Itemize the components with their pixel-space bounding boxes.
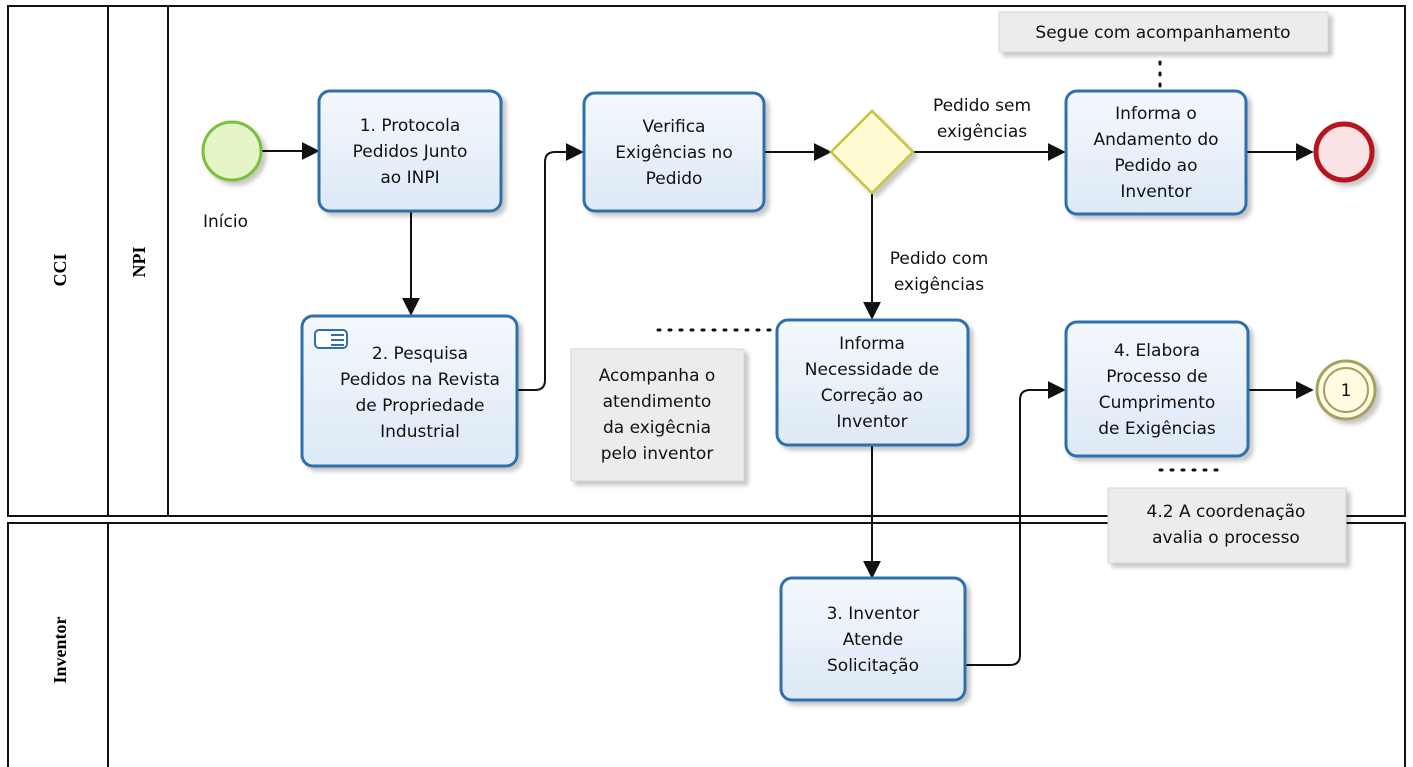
text-line: Acompanha o [599, 366, 716, 386]
text-line: Segue com acompanhamento [1035, 23, 1290, 43]
associations [656, 60, 1227, 472]
text-line: 2. Pesquisa [372, 344, 468, 364]
annotation-acompanha-text: Acompanha o atendimento da exigêcnia pelo i… [599, 366, 716, 464]
text-line: Inventor [836, 412, 907, 432]
flow-inventor-atende-to-elabora [966, 381, 1066, 666]
end-event[interactable] [1313, 121, 1375, 183]
text-line: Solicitação [827, 656, 919, 676]
text-line: exigências [937, 122, 1027, 142]
text-line: Verifica [643, 117, 706, 137]
text-line: Informa o [1115, 104, 1197, 124]
text-line: exigências [894, 275, 984, 295]
text-line: 3. Inventor [827, 604, 920, 624]
link-event-label: 1 [1341, 381, 1352, 401]
annotation-coordenacao-text: 4.2 A coordenação avalia o processo [1147, 502, 1306, 548]
lane-label-npi: NPI [129, 247, 149, 278]
text-line: 4.2 A coordenação [1147, 502, 1306, 522]
manual-task-icon [314, 329, 348, 349]
text-line: Exigências no [615, 143, 732, 163]
task-informa-andamento[interactable]: Informa o Andamento do Pedido ao Inventor [1064, 89, 1248, 216]
flow-pesquisa-to-verifica [518, 143, 584, 391]
text-line: Pedido [646, 169, 703, 189]
text-line: Pedido com [890, 249, 989, 269]
text-line: Cumprimento [1099, 393, 1216, 413]
text-line: de Propriedade [355, 396, 484, 416]
start-event-label: Início [203, 212, 248, 232]
text-line: Pedido ao [1114, 156, 1197, 176]
annotation-segue-text: Segue com acompanhamento [1035, 23, 1290, 43]
text-line: pelo inventor [601, 444, 714, 464]
text-line: Andamento do [1093, 130, 1218, 150]
pool-label-inventor: Inventor [50, 616, 70, 683]
start-event[interactable] [201, 120, 263, 182]
text-line: Atende [843, 630, 903, 650]
text-line: 1. Protocola [360, 116, 461, 136]
exclusive-gateway[interactable] [829, 109, 915, 195]
text-line: ao INPI [380, 168, 439, 188]
pool-inventor: Inventor [7, 522, 1406, 767]
text-line: Pedidos na Revista [340, 370, 500, 390]
text-line: avalia o processo [1152, 528, 1300, 548]
text-line: Informa [839, 334, 905, 354]
text-line: Processo de [1106, 367, 1208, 387]
text-line: Necessidade de [805, 360, 940, 380]
annotation-acompanha: Acompanha o atendimento da exigêcnia pelo i… [570, 348, 745, 482]
task-informa-andamento-label: Informa o Andamento do Pedido ao Inventor [1093, 104, 1218, 202]
text-line: Correção ao [821, 386, 923, 406]
text-line: Pedido sem [933, 96, 1031, 116]
text-line: 4. Elabora [1114, 341, 1200, 361]
text-line: da exigêcnia [603, 418, 711, 438]
annotation-coordenacao: 4.2 A coordenação avalia o processo [1107, 487, 1347, 564]
flow-label-com-exigencias: Pedido com exigências [890, 249, 989, 295]
text-line: Industrial [380, 422, 460, 442]
pool-label-cci: CCI [50, 253, 70, 286]
text-line: de Exigências [1098, 419, 1216, 439]
text-line: atendimento [603, 392, 712, 412]
flow-label-sem-exigencias: Pedido sem exigências [933, 96, 1031, 142]
sequence-flows [262, 142, 1314, 666]
text-line: Inventor [1120, 182, 1191, 202]
link-intermediate-event[interactable]: 1 [1315, 359, 1377, 421]
annotation-segue: Segue com acompanhamento [998, 11, 1329, 53]
text-line: Pedidos Junto [353, 142, 468, 162]
